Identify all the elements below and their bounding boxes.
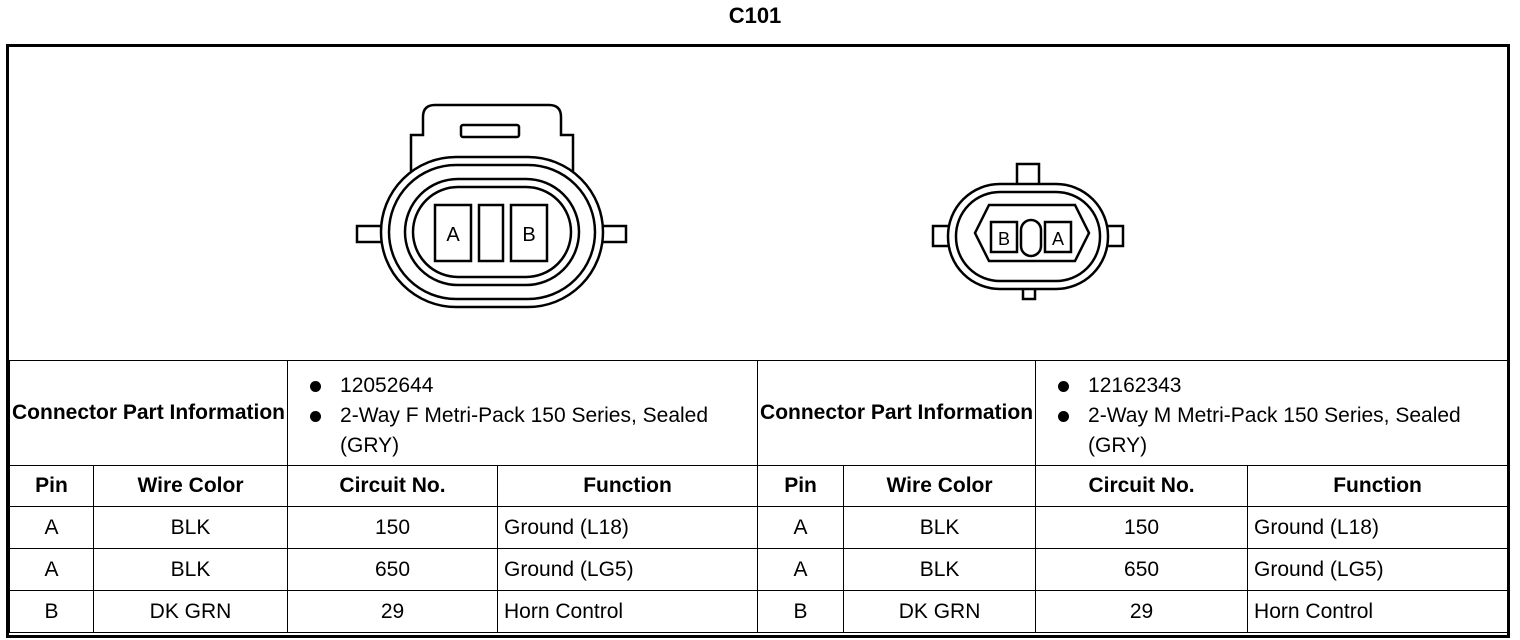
column-header-function: Function (1247, 465, 1509, 507)
part-number-right: 12162343 (1036, 371, 1507, 401)
part-info-left: 12052644 2-Way F Metri-Pack 150 Series, … (287, 360, 759, 466)
pin-cell: A (757, 506, 845, 549)
male-connector-face: B A (931, 162, 1125, 301)
connector-title: C101 (728, 3, 782, 28)
male-pin-a-label: A (1052, 229, 1064, 249)
column-header-pin: Pin (757, 465, 845, 507)
table-row: A BLK 650 Ground (LG5) A BLK 650 Ground … (9, 548, 1509, 591)
column-header-pin: Pin (9, 465, 94, 507)
pin-cell: B (757, 590, 845, 633)
circuit-cell: 650 (1035, 548, 1249, 591)
pin-cell: A (9, 506, 94, 549)
wire-color-cell: BLK (843, 506, 1037, 549)
circuit-cell: 29 (1035, 590, 1249, 633)
column-header-function: Function (497, 465, 759, 507)
part-number-left: 12052644 (288, 371, 757, 401)
pin-cell: A (9, 548, 94, 591)
function-cell: Ground (L18) (497, 506, 759, 549)
female-pin-a-label: A (446, 224, 460, 246)
function-cell: Ground (LG5) (497, 548, 759, 591)
circuit-cell: 650 (287, 548, 499, 591)
wire-color-cell: DK GRN (92, 590, 289, 633)
connector-info-row: Connector Part Information 12052644 2-Wa… (8, 360, 1509, 466)
pinout-table: Connector Part Information 12052644 2-Wa… (8, 360, 1509, 633)
connector-frame: A B B A Connector Part Information (6, 44, 1510, 638)
table-row: B DK GRN 29 Horn Control B DK GRN 29 Hor… (9, 590, 1509, 633)
connector-drawing: A B B A (355, 103, 1125, 309)
wire-color-cell: BLK (92, 548, 289, 591)
circuit-cell: 150 (1035, 506, 1249, 549)
column-header-circuit: Circuit No. (287, 465, 499, 507)
female-pin-b-label: B (522, 224, 535, 246)
part-info-right: 12162343 2-Way M Metri-Pack 150 Series, … (1035, 360, 1509, 466)
circuit-cell: 150 (287, 506, 499, 549)
connector-part-header-left: Connector Part Information (8, 360, 289, 466)
circuit-cell: 29 (287, 590, 499, 633)
column-header-circuit: Circuit No. (1035, 465, 1249, 507)
function-cell: Ground (LG5) (1247, 548, 1509, 591)
pin-cell: A (757, 548, 845, 591)
column-header-wire-color: Wire Color (92, 465, 289, 507)
male-pin-b-label: B (998, 229, 1010, 249)
connector-part-header-right: Connector Part Information (757, 360, 1037, 466)
column-header-row: Pin Wire Color Circuit No. Function Pin … (9, 465, 1509, 507)
pin-cell: B (9, 590, 94, 633)
part-description-right: 2-Way M Metri-Pack 150 Series, Sealed (G… (1036, 401, 1507, 461)
wire-color-cell: BLK (92, 506, 289, 549)
function-cell: Horn Control (1247, 590, 1509, 633)
column-header-wire-color: Wire Color (843, 465, 1037, 507)
wire-color-cell: DK GRN (843, 590, 1037, 633)
table-row: A BLK 150 Ground (L18) A BLK 150 Ground … (9, 506, 1509, 549)
female-connector-face: A B (355, 103, 628, 309)
function-cell: Horn Control (497, 590, 759, 633)
part-description-left: 2-Way F Metri-Pack 150 Series, Sealed (G… (288, 401, 757, 461)
function-cell: Ground (L18) (1247, 506, 1509, 549)
wire-color-cell: BLK (843, 548, 1037, 591)
